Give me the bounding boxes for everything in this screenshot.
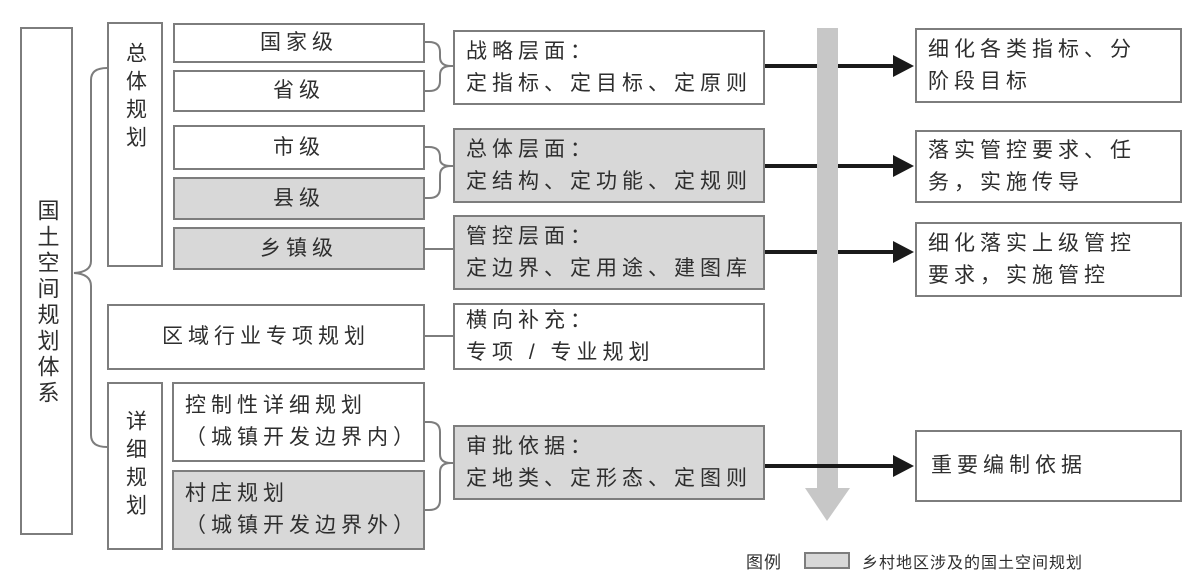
group-detailed-label: 详细规划 bbox=[123, 410, 147, 522]
outcome-control-label: 细化落实上级管控 要求，实施管控 bbox=[928, 231, 1136, 287]
flow-arrow-strategic bbox=[765, 55, 914, 77]
function-overall-label: 总体层面： 定结构、定功能、定规则 bbox=[466, 137, 752, 193]
outcome-transmission-box: 落实管控要求、任 务，实施传导 bbox=[915, 130, 1182, 203]
hierarchy-gray-arrow bbox=[805, 28, 850, 521]
level-county-box: 县级 bbox=[173, 177, 425, 220]
merge-bracket-municipal-county bbox=[425, 146, 453, 199]
function-horizontal-label: 横向补充： 专项 / 专业规划 bbox=[466, 308, 655, 364]
function-strategic-label: 战略层面： 定指标、定目标、定原则 bbox=[466, 39, 752, 95]
level-municipal-box: 市级 bbox=[173, 125, 425, 170]
root-box: 国土空间规划体系 bbox=[20, 27, 73, 535]
group-detailed-planning: 详细规划 bbox=[107, 382, 163, 550]
level-provincial-label: 省级 bbox=[273, 79, 325, 102]
legend-shaded-swatch bbox=[804, 552, 850, 569]
merge-bracket-detailed bbox=[425, 421, 453, 511]
flow-arrow-control bbox=[765, 241, 914, 263]
legend-label: 图例 bbox=[746, 553, 782, 572]
regulatory-detailed-plan-box: 控制性详细规划 （城镇开发边界内） bbox=[172, 382, 425, 462]
outcome-targets-box: 细化各类指标、分 阶段目标 bbox=[915, 28, 1182, 103]
root-brace-connector bbox=[73, 67, 108, 448]
group-overall-label: 总体规划 bbox=[123, 42, 147, 154]
function-control-label: 管控层面： 定边界、定用途、建图库 bbox=[466, 224, 752, 280]
function-horizontal-box: 横向补充： 专项 / 专业规划 bbox=[453, 303, 765, 370]
level-municipal-label: 市级 bbox=[273, 135, 325, 159]
legend-text: 乡村地区涉及的国土空间规划 bbox=[862, 554, 1084, 572]
outcome-basis-box: 重要编制依据 bbox=[915, 430, 1182, 502]
group-overall-planning: 总体规划 bbox=[107, 22, 163, 267]
village-plan-label: 村庄规划 （城镇开发边界外） bbox=[185, 482, 419, 537]
legend: 图例 乡村地区涉及的国土空间规划 bbox=[746, 548, 1083, 573]
regional-special-plan-box: 区域行业专项规划 bbox=[107, 304, 425, 370]
regulatory-detailed-plan-label: 控制性详细规划 （城镇开发边界内） bbox=[185, 394, 419, 449]
outcome-basis-label: 重要编制依据 bbox=[931, 454, 1087, 477]
level-national-box: 国家级 bbox=[173, 23, 425, 63]
outcome-targets-label: 细化各类指标、分 阶段目标 bbox=[928, 37, 1136, 93]
level-township-label: 乡镇级 bbox=[260, 236, 338, 260]
root-label: 国土空间规划体系 bbox=[34, 199, 60, 407]
level-county-label: 县级 bbox=[273, 186, 325, 210]
outcome-control-box: 细化落实上级管控 要求，实施管控 bbox=[915, 222, 1182, 297]
level-provincial-box: 省级 bbox=[173, 70, 425, 112]
flow-arrow-overall bbox=[765, 155, 914, 177]
function-approval-label: 审批依据： 定地类、定形态、定图则 bbox=[466, 434, 752, 490]
level-national-label: 国家级 bbox=[260, 31, 338, 54]
flow-arrow-approval bbox=[765, 455, 914, 477]
merge-bracket-national-provincial bbox=[425, 41, 453, 92]
function-approval-box: 审批依据： 定地类、定形态、定图则 bbox=[453, 425, 765, 500]
level-township-box: 乡镇级 bbox=[173, 227, 425, 270]
function-control-box: 管控层面： 定边界、定用途、建图库 bbox=[453, 215, 765, 290]
outcome-transmission-label: 落实管控要求、任 务，实施传导 bbox=[928, 138, 1136, 194]
function-strategic-box: 战略层面： 定指标、定目标、定原则 bbox=[453, 30, 765, 105]
village-plan-box: 村庄规划 （城镇开发边界外） bbox=[172, 470, 425, 550]
regional-special-plan-label: 区域行业专项规划 bbox=[162, 325, 370, 348]
function-overall-box: 总体层面： 定结构、定功能、定规则 bbox=[453, 128, 765, 203]
